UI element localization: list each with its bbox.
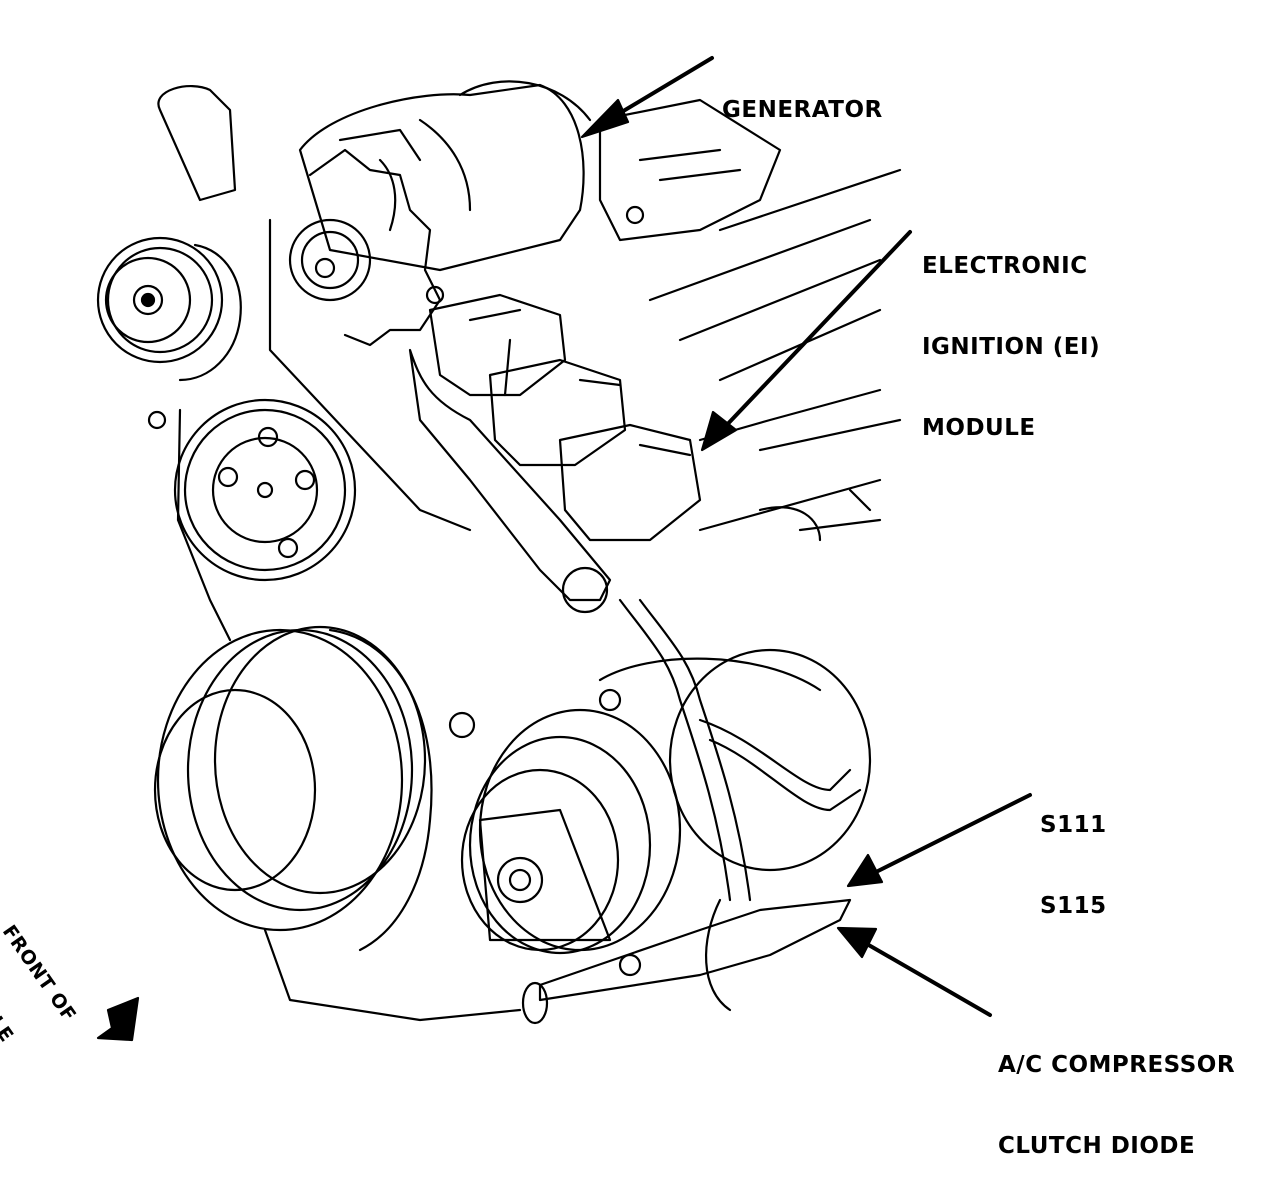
- idler-pulley: [96, 85, 242, 382]
- front-arrow-icon: [96, 996, 140, 1042]
- label-line: S115: [1040, 893, 1107, 919]
- label-line: GENERATOR: [722, 97, 883, 123]
- ei-module-arrowhead: [700, 410, 738, 452]
- engine-block: [425, 98, 902, 542]
- engine-line-drawing: [96, 56, 1032, 1042]
- generator-arrowhead: [580, 98, 630, 139]
- diode-arrowhead: [836, 926, 878, 959]
- label-line: MODULE: [922, 415, 1036, 441]
- ac-clutch-diode-label: A/C COMPRESSOR CLUTCH DIODE: [998, 998, 1235, 1187]
- generator-label: GENERATOR: [722, 43, 883, 151]
- ei-module: [268, 218, 702, 614]
- ei-module-label: ELECTRONIC IGNITION (EI) MODULE: [922, 199, 1100, 469]
- ei-module-leader: [720, 230, 912, 432]
- label-line: IGNITION (EI): [922, 334, 1101, 360]
- label-line: VEHICLE: [0, 957, 18, 1047]
- label-line: A/C COMPRESSOR: [998, 1052, 1236, 1078]
- splice-arrowhead: [846, 853, 884, 888]
- callout-arrows: [96, 56, 1032, 1042]
- splice-label: S111 S115: [1040, 758, 1107, 947]
- diode-leader: [858, 938, 992, 1017]
- ac-compressor: [448, 648, 872, 977]
- splice-leader: [868, 793, 1032, 877]
- label-line: CLUTCH DIODE: [998, 1133, 1196, 1159]
- wiring-harness: [521, 598, 862, 1025]
- label-line: S111: [1040, 812, 1107, 838]
- water-pump-pulley: [147, 398, 357, 642]
- generator: [288, 80, 592, 347]
- label-line: ELECTRONIC: [922, 253, 1088, 279]
- crankshaft-pulley: [153, 625, 522, 1022]
- label-line: FRONT OF: [0, 921, 81, 1026]
